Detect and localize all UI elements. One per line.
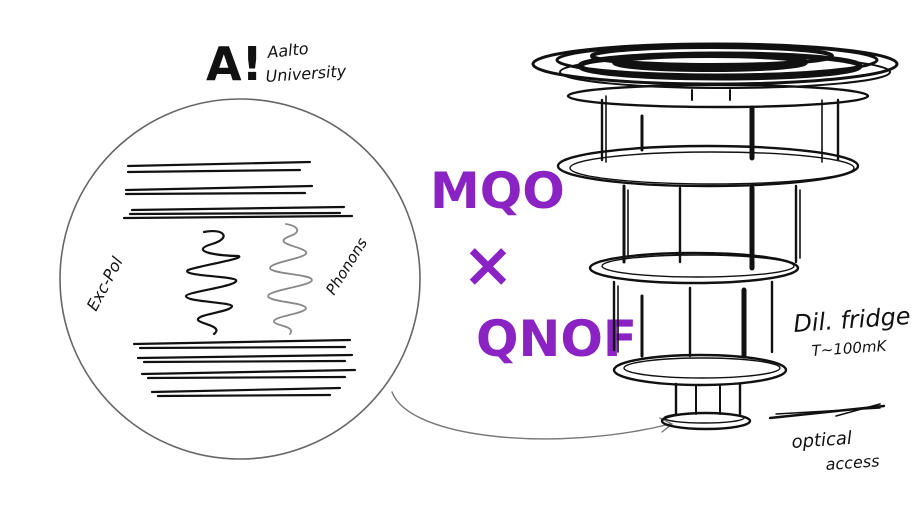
- optical-access-line-2: access: [825, 451, 880, 474]
- label-exc-pol: Exc-Pol: [83, 253, 127, 314]
- cavity-circle: Exc-Pol Phonons: [59, 98, 421, 460]
- bottom-mirror-lines: [132, 338, 357, 398]
- center-title: MQO × QNOF: [430, 162, 637, 368]
- dilution-fridge: [531, 42, 899, 431]
- aalto-logo: A! Aalto University: [206, 37, 347, 91]
- logo-line-1: Aalto: [265, 39, 309, 62]
- fridge-labels: Dil. fridge T~100mK optical access: [791, 302, 912, 474]
- connector-arrow: [391, 391, 674, 440]
- phonon-wave: [267, 223, 313, 335]
- optical-access-line-1: optical: [791, 428, 853, 453]
- logo-mark: A!: [206, 37, 263, 91]
- label-phonons: Phonons: [322, 234, 371, 298]
- title-line-1: MQO: [430, 162, 565, 220]
- fridge-temperature: T~100mK: [811, 337, 888, 360]
- top-mirror-lines: [122, 160, 354, 220]
- logo-line-2: University: [265, 61, 347, 86]
- title-line-2: ×: [462, 228, 514, 301]
- fridge-label: Dil. fridge: [792, 302, 911, 338]
- exciton-polariton-wave: [184, 230, 241, 336]
- title-line-3: QNOF: [476, 310, 637, 368]
- optical-access-arrow: [768, 403, 886, 420]
